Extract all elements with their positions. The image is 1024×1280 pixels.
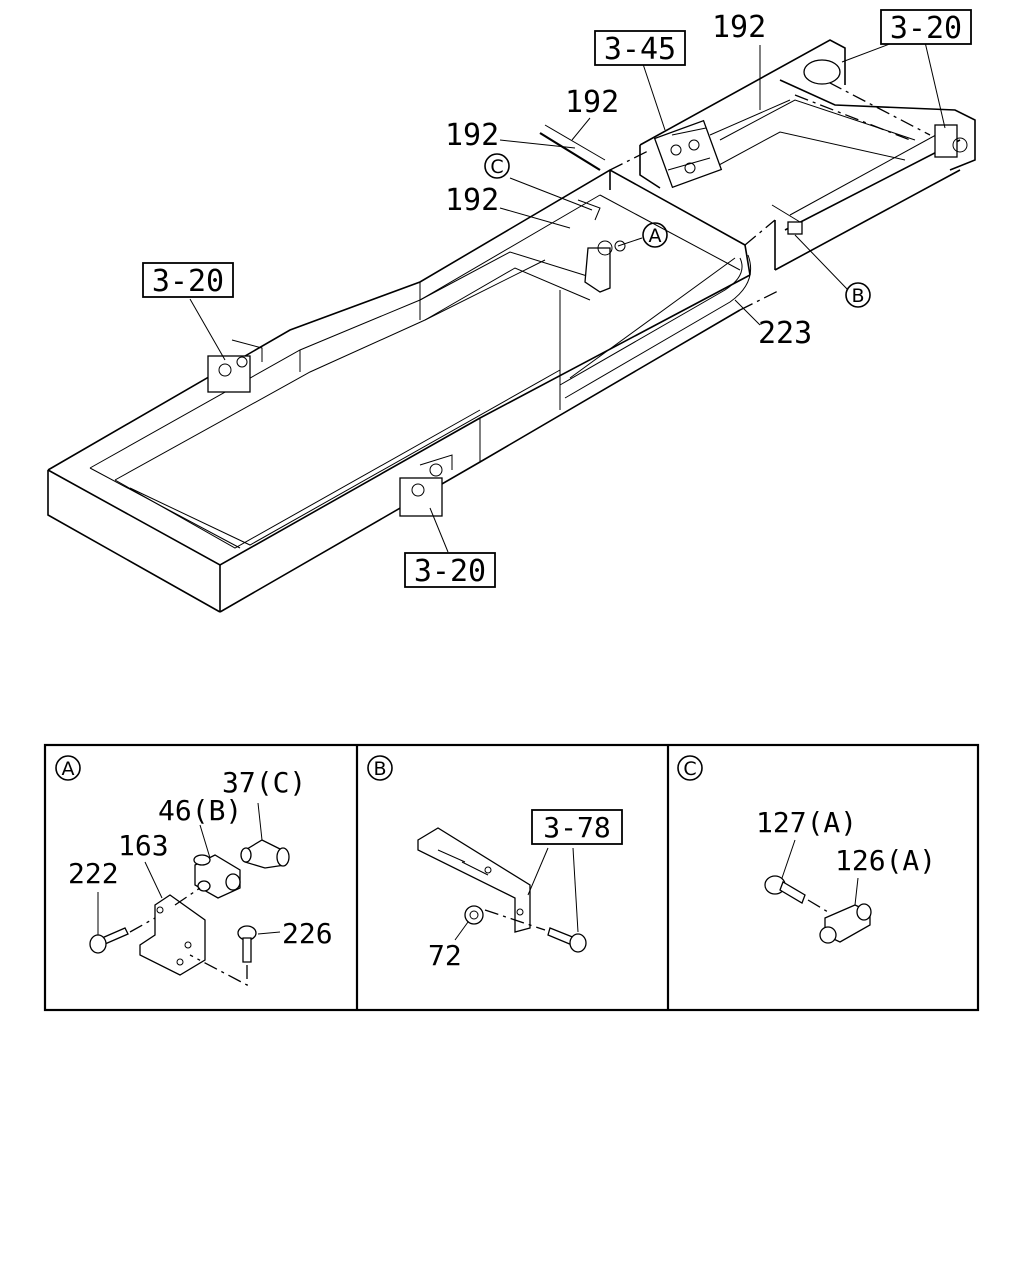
ref-box-3-20-left: 3-20 — [142, 262, 234, 299]
valve-3-45 — [653, 119, 723, 189]
bracket-b-part — [417, 827, 531, 933]
detail-panels — [43, 743, 980, 1012]
bolt-b — [547, 927, 587, 953]
callout-b: B — [845, 282, 871, 308]
label-46b: 46(B) — [158, 794, 242, 827]
detail-panel-a: A 37(C) 46(B) 163 222 226 — [55, 755, 333, 987]
svg-text:C: C — [490, 156, 503, 178]
ref-3-20-bottom-text: 3-20 — [414, 554, 486, 589]
bolt-222 — [89, 927, 129, 954]
elbow-fitting-37 — [240, 839, 290, 869]
bolt-226 — [237, 925, 257, 963]
bracket-b — [771, 204, 803, 235]
label-127a: 127(A) — [756, 806, 857, 839]
ref-box-3-78: 3-78 — [531, 809, 623, 845]
panel-c-id: C — [683, 758, 696, 780]
label-37c: 37(C) — [222, 766, 306, 799]
label-226: 226 — [282, 917, 333, 950]
ref-3-20-top-text: 3-20 — [890, 11, 962, 46]
label-126a: 126(A) — [835, 844, 936, 877]
label-192-left: 192 — [445, 118, 499, 153]
detail-panel-b: B 3-78 72 — [367, 755, 623, 972]
callout-a: A — [642, 222, 668, 248]
tee-fitting-46 — [193, 854, 241, 899]
ref-3-78-text: 3-78 — [543, 811, 610, 844]
ref-3-45-text: 3-45 — [604, 32, 676, 67]
label-163: 163 — [118, 829, 169, 862]
label-192-top-right: 192 — [712, 10, 766, 45]
joint-a — [584, 240, 626, 293]
valve-left — [207, 339, 263, 393]
valve-top-right — [803, 59, 968, 158]
svg-text:B: B — [851, 285, 864, 307]
panel-b-id: B — [373, 758, 386, 780]
bolt-127 — [764, 875, 806, 904]
leader-lines — [189, 41, 946, 553]
label-192-top: 192 — [565, 85, 619, 120]
detail-panel-c: C 127(A) 126(A) — [677, 755, 936, 944]
fitting-126 — [819, 903, 872, 944]
nut-72 — [464, 905, 484, 925]
ref-3-20-left-text: 3-20 — [152, 264, 224, 299]
label-72: 72 — [428, 939, 462, 972]
chassis-frame — [47, 39, 976, 613]
ref-box-3-20-bottom: 3-20 — [404, 552, 496, 589]
pipe-192-top — [539, 132, 601, 171]
label-223: 223 — [758, 316, 812, 351]
label-222: 222 — [68, 857, 119, 890]
svg-text:A: A — [649, 225, 662, 247]
valve-bottom — [399, 454, 453, 517]
callout-c: C — [484, 153, 510, 179]
ref-box-3-20-top: 3-20 — [880, 9, 972, 46]
label-192-mid: 192 — [445, 183, 499, 218]
bracket-163 — [139, 894, 206, 976]
ref-box-3-45: 3-45 — [594, 30, 686, 67]
panel-a-id: A — [62, 758, 75, 780]
